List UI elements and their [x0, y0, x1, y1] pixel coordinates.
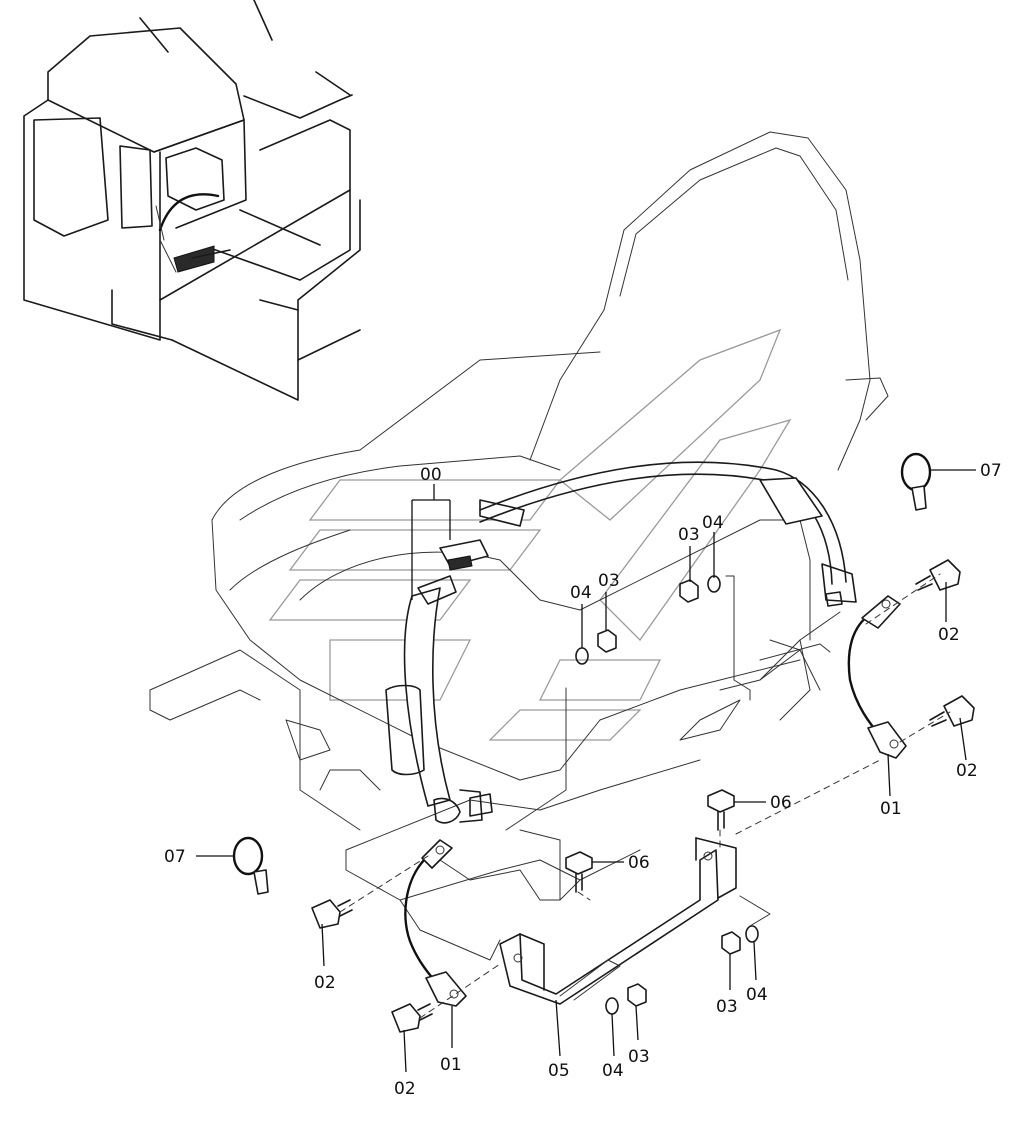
label-03-nut-d: 03	[716, 997, 738, 1017]
label-02-bolt-left-lower: 02	[394, 1079, 416, 1099]
label-04-washer-a: 04	[702, 513, 724, 533]
label-07-clamp-right: 07	[980, 461, 1002, 481]
nut-part-03	[597, 579, 741, 1007]
label-01-cable-left: 01	[440, 1055, 462, 1075]
label-04-washer-d: 04	[746, 985, 768, 1005]
leader-lines	[196, 469, 976, 1073]
ground-cable-right	[847, 595, 907, 759]
label-02-bolt-right-lower: 02	[956, 761, 978, 781]
flange-bolt-part-06	[565, 789, 735, 893]
label-03-nut-b: 03	[598, 571, 620, 591]
label-03-nut-c: 03	[628, 1047, 650, 1067]
label-04-washer-b: 04	[570, 583, 592, 603]
label-02-bolt-right-upper: 02	[938, 625, 960, 645]
cab-inset-illustration	[23, 0, 361, 401]
label-03-nut-a: 03	[678, 525, 700, 545]
label-01-cable-right: 01	[880, 799, 902, 819]
label-06-flange-bolt-upper: 06	[770, 793, 792, 813]
bolt-part-02	[311, 559, 975, 1033]
label-07-clamp-left: 07	[164, 847, 186, 867]
seat-belt-assembly	[385, 461, 857, 824]
label-00-seat-belt: 00	[420, 465, 442, 485]
label-06-flange-bolt-lower: 06	[628, 853, 650, 873]
operator-seat	[149, 131, 889, 961]
bracket-part-05	[499, 837, 737, 1005]
label-04-washer-c: 04	[602, 1061, 624, 1081]
label-05-bracket: 05	[548, 1061, 570, 1081]
label-02-bolt-left-upper: 02	[314, 973, 336, 993]
part-labels: 00 07 07 02 02 01 03 04 03 04 06 06 02 0…	[164, 461, 1002, 1099]
watermark-logo	[268, 328, 792, 741]
ground-cable-left	[404, 839, 467, 1007]
clamp-part-07	[232, 452, 932, 895]
